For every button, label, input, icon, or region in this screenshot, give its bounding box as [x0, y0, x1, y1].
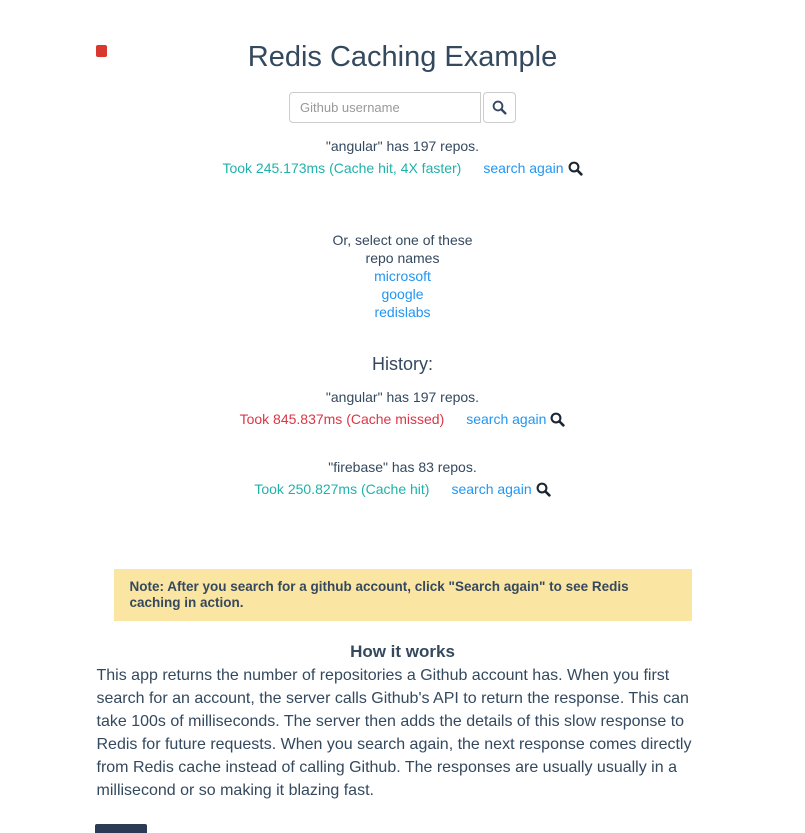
result-took-text: Took 245.173ms (Cache hit, 4X faster): [222, 160, 462, 176]
page-title: Redis Caching Example: [247, 41, 558, 73]
history-repo-count: "firebase" has 83 repos.: [328, 459, 477, 475]
history-search-again-link[interactable]: search again: [466, 410, 566, 428]
history-took-row: Took 250.827ms (Cache hit) search again: [97, 480, 709, 498]
search-again-label: search again: [451, 481, 532, 497]
result-repo-count: "angular" has 197 repos.: [325, 138, 480, 154]
suggestions-section: Or, select one of these repo names micro…: [97, 231, 709, 321]
search-again-link[interactable]: search again: [483, 159, 583, 177]
suggestion-link-microsoft[interactable]: microsoft: [374, 268, 431, 284]
suggestion-link-redislabs[interactable]: redislabs: [374, 304, 431, 320]
history-took-text: Took 250.827ms (Cache hit): [254, 481, 430, 497]
search-bar: [97, 92, 709, 123]
footer-box: [95, 824, 147, 833]
suggestions-prompt-line1: Or, select one of these: [332, 232, 473, 248]
history-search-again-link[interactable]: search again: [451, 480, 551, 498]
history-took-row: Took 845.837ms (Cache missed) search aga…: [97, 410, 709, 428]
note-banner: Note: After you search for a github acco…: [113, 569, 692, 621]
search-again-icon: [536, 482, 551, 497]
search-icon: [492, 100, 507, 115]
logo-mark: [96, 45, 107, 57]
history-heading: History:: [371, 354, 433, 374]
search-again-label: search again: [466, 411, 547, 427]
suggestions-prompt-line2: repo names: [365, 250, 440, 266]
search-again-icon: [550, 412, 566, 427]
history-took-text: Took 845.837ms (Cache missed): [239, 411, 445, 427]
current-result: "angular" has 197 repos. Took 245.173ms …: [97, 137, 709, 177]
main-content: Redis Caching Example "angular" has 197 …: [97, 38, 709, 802]
history-list: "angular" has 197 repos. Took 845.837ms …: [97, 388, 709, 498]
history-repo-count: "angular" has 197 repos.: [325, 389, 480, 405]
search-button[interactable]: [483, 92, 516, 123]
how-it-works-body: This app returns the number of repositor…: [96, 667, 692, 799]
history-entry: "angular" has 197 repos. Took 845.837ms …: [97, 388, 709, 428]
suggestion-link-google[interactable]: google: [381, 286, 424, 302]
search-again-label: search again: [483, 160, 564, 176]
result-took-row: Took 245.173ms (Cache hit, 4X faster) se…: [97, 159, 709, 177]
search-again-icon: [568, 161, 583, 176]
how-it-works-heading: How it works: [350, 642, 455, 661]
search-input[interactable]: [289, 92, 481, 123]
history-entry: "firebase" has 83 repos. Took 250.827ms …: [97, 458, 709, 498]
